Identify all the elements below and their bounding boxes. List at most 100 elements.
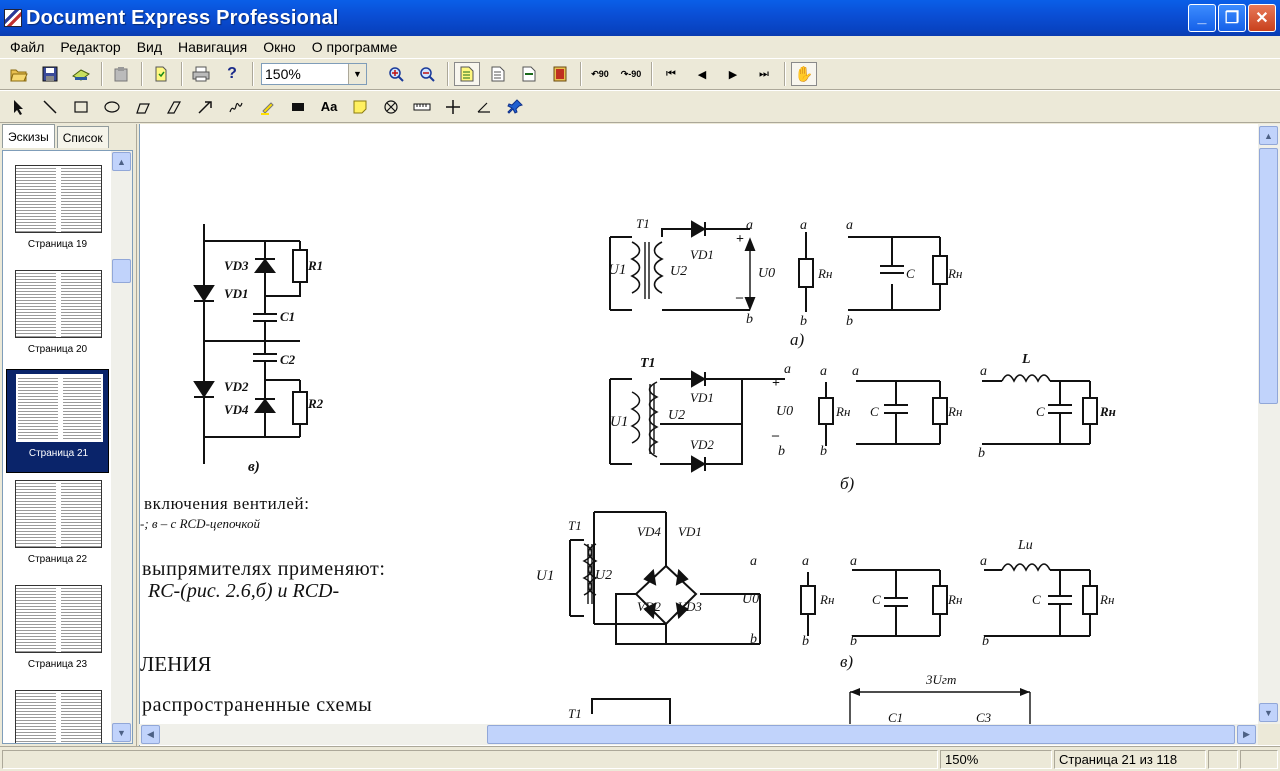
thumbnail-page-22[interactable]: Страница 22 xyxy=(6,476,109,580)
scrollbar-thumb[interactable] xyxy=(1259,148,1278,404)
filled-rectangle-icon[interactable] xyxy=(285,95,311,119)
window-title: Document Express Professional xyxy=(26,6,339,29)
fit-width-icon[interactable] xyxy=(485,62,511,86)
scroll-down-icon[interactable]: ▼ xyxy=(112,723,131,742)
print-icon[interactable] xyxy=(188,62,214,86)
save-icon[interactable] xyxy=(37,62,63,86)
angle-tool-icon[interactable] xyxy=(471,95,497,119)
label-r2: R2 xyxy=(308,396,324,411)
two-pages-icon[interactable] xyxy=(547,62,573,86)
label-plus-b: + xyxy=(772,376,780,391)
label-u0-v: U0 xyxy=(742,592,760,607)
rotate-left-icon[interactable]: ↶90 xyxy=(591,68,609,79)
document-horizontal-scrollbar[interactable]: ◀ ▶ xyxy=(139,724,1258,745)
label-a-5: a xyxy=(820,364,827,379)
label-rn-v3: Rн xyxy=(1100,592,1115,607)
thumbnail-page-19[interactable]: Страница 19 xyxy=(6,161,109,265)
label-c2: C2 xyxy=(280,352,296,367)
thumbnail-page-23[interactable]: Страница 23 xyxy=(6,581,109,685)
status-page: Страница 21 из 118 xyxy=(1054,750,1206,769)
close-button[interactable]: ✕ xyxy=(1248,4,1276,32)
restore-button[interactable]: ❐ xyxy=(1218,4,1246,32)
scroll-right-icon[interactable]: ▶ xyxy=(1237,725,1256,744)
rectangle-tool-icon[interactable] xyxy=(68,95,94,119)
menu-window[interactable]: Окно xyxy=(263,39,296,55)
thumbnail-label: Страница 21 xyxy=(28,448,89,459)
actual-size-icon[interactable] xyxy=(516,62,542,86)
minimize-button[interactable]: _ xyxy=(1188,4,1216,32)
zoom-select[interactable]: 150% ▼ xyxy=(261,63,367,85)
label-t1-b: T1 xyxy=(640,356,656,371)
scroll-down-icon[interactable]: ▼ xyxy=(1259,703,1278,722)
first-page-icon[interactable]: ⏮ xyxy=(666,67,676,80)
polygon-tool-icon[interactable] xyxy=(161,95,187,119)
menu-about[interactable]: О программе xyxy=(311,39,398,55)
tab-list[interactable]: Список xyxy=(56,126,109,148)
scrollbar-thumb[interactable] xyxy=(487,725,1235,744)
thumbnail-image xyxy=(15,270,102,338)
scroll-up-icon[interactable]: ▲ xyxy=(1259,126,1278,145)
previous-page-icon[interactable]: ◀ xyxy=(697,68,707,81)
scroll-up-icon[interactable]: ▲ xyxy=(112,152,131,171)
arrow-tool-icon[interactable] xyxy=(192,95,218,119)
rotate-right-icon[interactable]: ↷-90 xyxy=(620,68,642,79)
label-vd2-b: VD2 xyxy=(690,437,714,452)
label-rn-v2: Rн xyxy=(948,592,963,607)
thumbnail-page-24[interactable] xyxy=(6,686,109,743)
thumbnail-sidebar: Эскизы Список Страница 19 Страница 20 Ст… xyxy=(0,124,137,746)
label-minus-b: – xyxy=(772,428,779,443)
menu-file[interactable]: Файл xyxy=(10,39,45,55)
select-arrow-icon[interactable] xyxy=(6,95,32,119)
label-fig-b: б) xyxy=(840,474,855,493)
paste-icon[interactable] xyxy=(108,62,134,86)
line-tool-icon[interactable] xyxy=(37,95,63,119)
note-tool-icon[interactable] xyxy=(347,95,373,119)
new-document-icon[interactable] xyxy=(148,62,174,86)
zoom-out-icon[interactable] xyxy=(414,62,440,86)
document-vertical-scrollbar[interactable]: ▲ ▼ xyxy=(1258,124,1280,724)
thumbnail-page-20[interactable]: Страница 20 xyxy=(6,266,109,370)
text-tool-icon[interactable]: Aa xyxy=(320,99,338,114)
polyline-tool-icon[interactable] xyxy=(130,95,156,119)
thumbnail-scrollbar[interactable]: ▲ ▼ xyxy=(111,151,132,743)
label-rn-b2: Rн xyxy=(948,404,963,419)
label-fig-v-left: в) xyxy=(248,459,260,475)
ruler-icon[interactable] xyxy=(409,95,435,119)
fit-page-icon[interactable] xyxy=(454,62,480,86)
ellipse-tool-icon[interactable] xyxy=(99,95,125,119)
zoom-in-icon[interactable] xyxy=(383,62,409,86)
label-vd1-b: VD1 xyxy=(690,390,714,405)
menu-navigation[interactable]: Навигация xyxy=(178,39,248,55)
pin-icon[interactable] xyxy=(502,95,528,119)
menu-editor[interactable]: Редактор xyxy=(60,39,121,55)
title-bar[interactable]: Document Express Professional _ ❐ ✕ xyxy=(0,0,1280,36)
menu-bar: Файл Редактор Вид Навигация Окно О прогр… xyxy=(0,36,1280,58)
thumbnail-page-21[interactable]: Страница 21 xyxy=(6,369,109,473)
document-view[interactable]: VD3 VD1 R1 C1 C2 VD2 VD4 R2 в) T1 U1 U2 … xyxy=(139,124,1280,746)
hand-tool-icon[interactable]: ✋ xyxy=(791,62,817,86)
highlighter-icon[interactable] xyxy=(254,95,280,119)
text-line-6: распространенные схемы xyxy=(142,694,373,716)
open-icon[interactable] xyxy=(6,62,32,86)
chevron-down-icon[interactable]: ▼ xyxy=(348,64,366,84)
help-icon[interactable]: ? xyxy=(227,65,237,82)
next-page-icon[interactable]: ▶ xyxy=(728,68,738,81)
label-plus-a: + xyxy=(736,232,744,247)
scrollbar-thumb[interactable] xyxy=(112,259,131,283)
label-t1-bottom: T1 xyxy=(568,706,582,721)
crosshair-icon[interactable] xyxy=(440,95,466,119)
label-c-b1: C xyxy=(870,404,879,419)
circuit-diagrams xyxy=(193,220,1098,724)
last-page-icon[interactable]: ⏭ xyxy=(759,67,769,80)
thumbnail-label: Страница 22 xyxy=(27,554,88,565)
stamp-tool-icon[interactable] xyxy=(378,95,404,119)
scan-icon[interactable] xyxy=(68,62,94,86)
label-u2-a: U2 xyxy=(670,264,688,279)
freehand-tool-icon[interactable] xyxy=(223,95,249,119)
label-vd3: VD3 xyxy=(224,258,249,273)
menu-view[interactable]: Вид xyxy=(136,39,163,55)
scroll-left-icon[interactable]: ◀ xyxy=(141,725,160,744)
label-b-10: b xyxy=(982,634,989,649)
tab-thumbnails[interactable]: Эскизы xyxy=(2,124,55,148)
thumbnail-list[interactable]: Страница 19 Страница 20 Страница 21 Стра… xyxy=(2,150,133,744)
